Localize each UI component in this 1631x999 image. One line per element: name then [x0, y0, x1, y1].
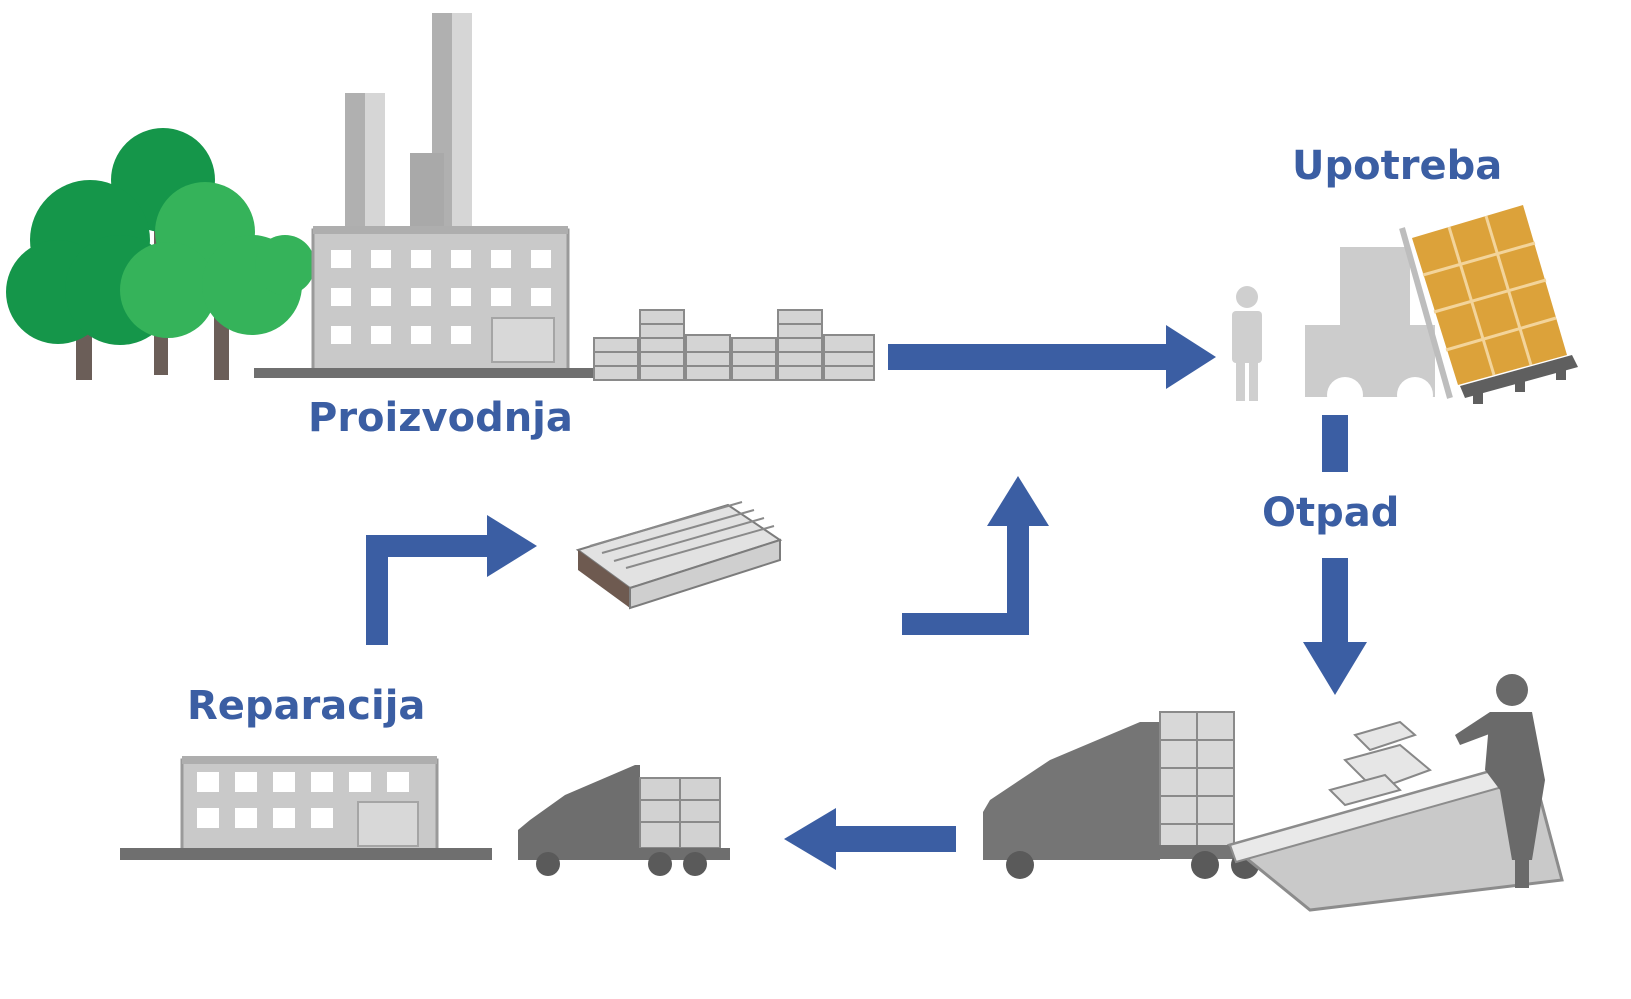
- forklift-icon: [1305, 205, 1578, 413]
- label-repair: Reparacija: [187, 683, 426, 729]
- worker-icon: [1455, 674, 1545, 888]
- workshop-icon: [120, 756, 492, 860]
- factory-icon: [254, 13, 624, 378]
- person-icon: [1232, 286, 1262, 401]
- arrow-to-repair: [784, 808, 956, 870]
- trees-icon: [6, 128, 315, 380]
- pallet-icon: [575, 501, 783, 610]
- arrow-pallet-to-usage: [902, 476, 1049, 635]
- truck-icon: [518, 765, 730, 876]
- label-usage: Upotreba: [1292, 143, 1503, 189]
- arrow-to-usage: [888, 325, 1216, 389]
- label-waste: Otpad: [1262, 490, 1400, 536]
- arrow-repair-to-pallet: [366, 515, 537, 645]
- label-production: Proizvodnja: [308, 395, 573, 441]
- pallet-stack-icon: [593, 309, 875, 381]
- arrow-to-waste: [1303, 415, 1367, 695]
